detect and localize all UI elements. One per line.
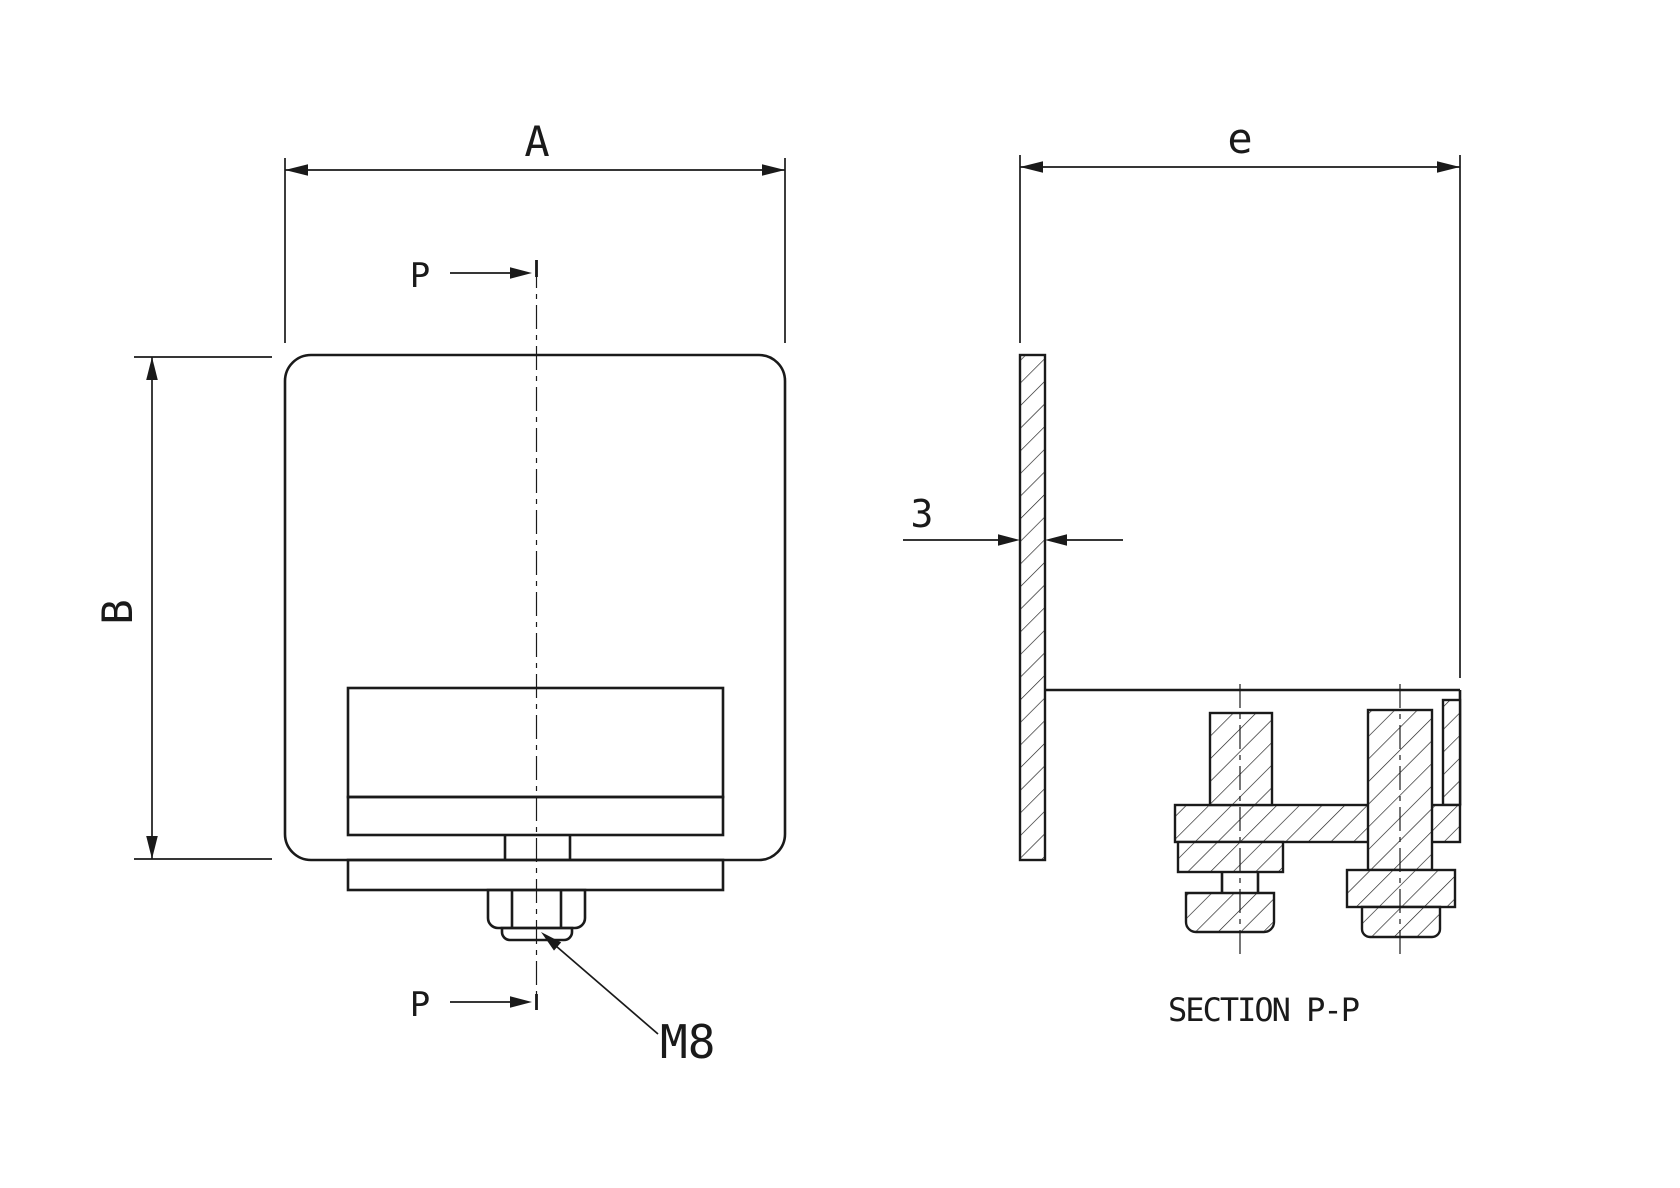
bolt-right-end-tab <box>1360 905 1442 939</box>
bolt-left <box>1176 711 1285 934</box>
dim-thickness-label: 3 <box>911 492 934 536</box>
dim-3-arrow-left <box>998 534 1020 546</box>
bracket-body <box>283 353 787 862</box>
dimension-b: B <box>93 356 272 860</box>
m8-nut <box>486 888 587 942</box>
bolt-left-nut <box>1184 891 1276 934</box>
section-arrow-bottom <box>510 996 532 1008</box>
front-view: A B P P <box>93 117 787 1069</box>
bolt-left-head <box>1208 711 1274 807</box>
dim-b-label: B <box>93 599 142 624</box>
roller-upper <box>346 686 725 799</box>
dim-b-arrow-bottom <box>146 836 158 859</box>
roller-assembly <box>346 686 725 860</box>
dim-e-arrow-right <box>1437 161 1460 173</box>
dimension-a: A <box>284 117 786 343</box>
dimension-e: e <box>1019 114 1461 678</box>
bottom-plate <box>346 858 725 892</box>
dim-a-arrow-left <box>285 164 308 176</box>
dimension-thickness: 3 <box>903 492 1123 546</box>
dim-a-label: A <box>524 117 549 166</box>
section-label-top: P <box>410 256 430 296</box>
section-caption: SECTION P-P <box>1168 991 1359 1029</box>
m8-leader-arrow <box>541 932 562 951</box>
dim-e-arrow-left <box>1020 161 1043 173</box>
m8-leader-line <box>555 945 659 1035</box>
section-cut-line: P P <box>410 256 538 1025</box>
bolt-end-tab <box>500 926 574 942</box>
nut-body <box>486 888 587 930</box>
roller-band <box>346 795 725 837</box>
thread-callout-label: M8 <box>660 1015 715 1069</box>
bolt-right-nut <box>1345 868 1457 909</box>
front-lip-section <box>1441 698 1462 807</box>
section-arrow-top <box>510 267 532 279</box>
bolt-centerlines <box>1239 684 1401 956</box>
section-view: e 3 <box>903 114 1462 1029</box>
dim-a-arrow-right <box>762 164 785 176</box>
m8-callout: M8 <box>541 932 715 1069</box>
bolt-left-spacer <box>1176 840 1285 874</box>
dim-3-arrow-right <box>1045 534 1067 546</box>
dim-e-label: e <box>1227 114 1252 163</box>
back-plate <box>1018 353 1047 862</box>
dim-b-arrow-top <box>146 357 158 380</box>
section-label-bottom: P <box>410 985 430 1025</box>
